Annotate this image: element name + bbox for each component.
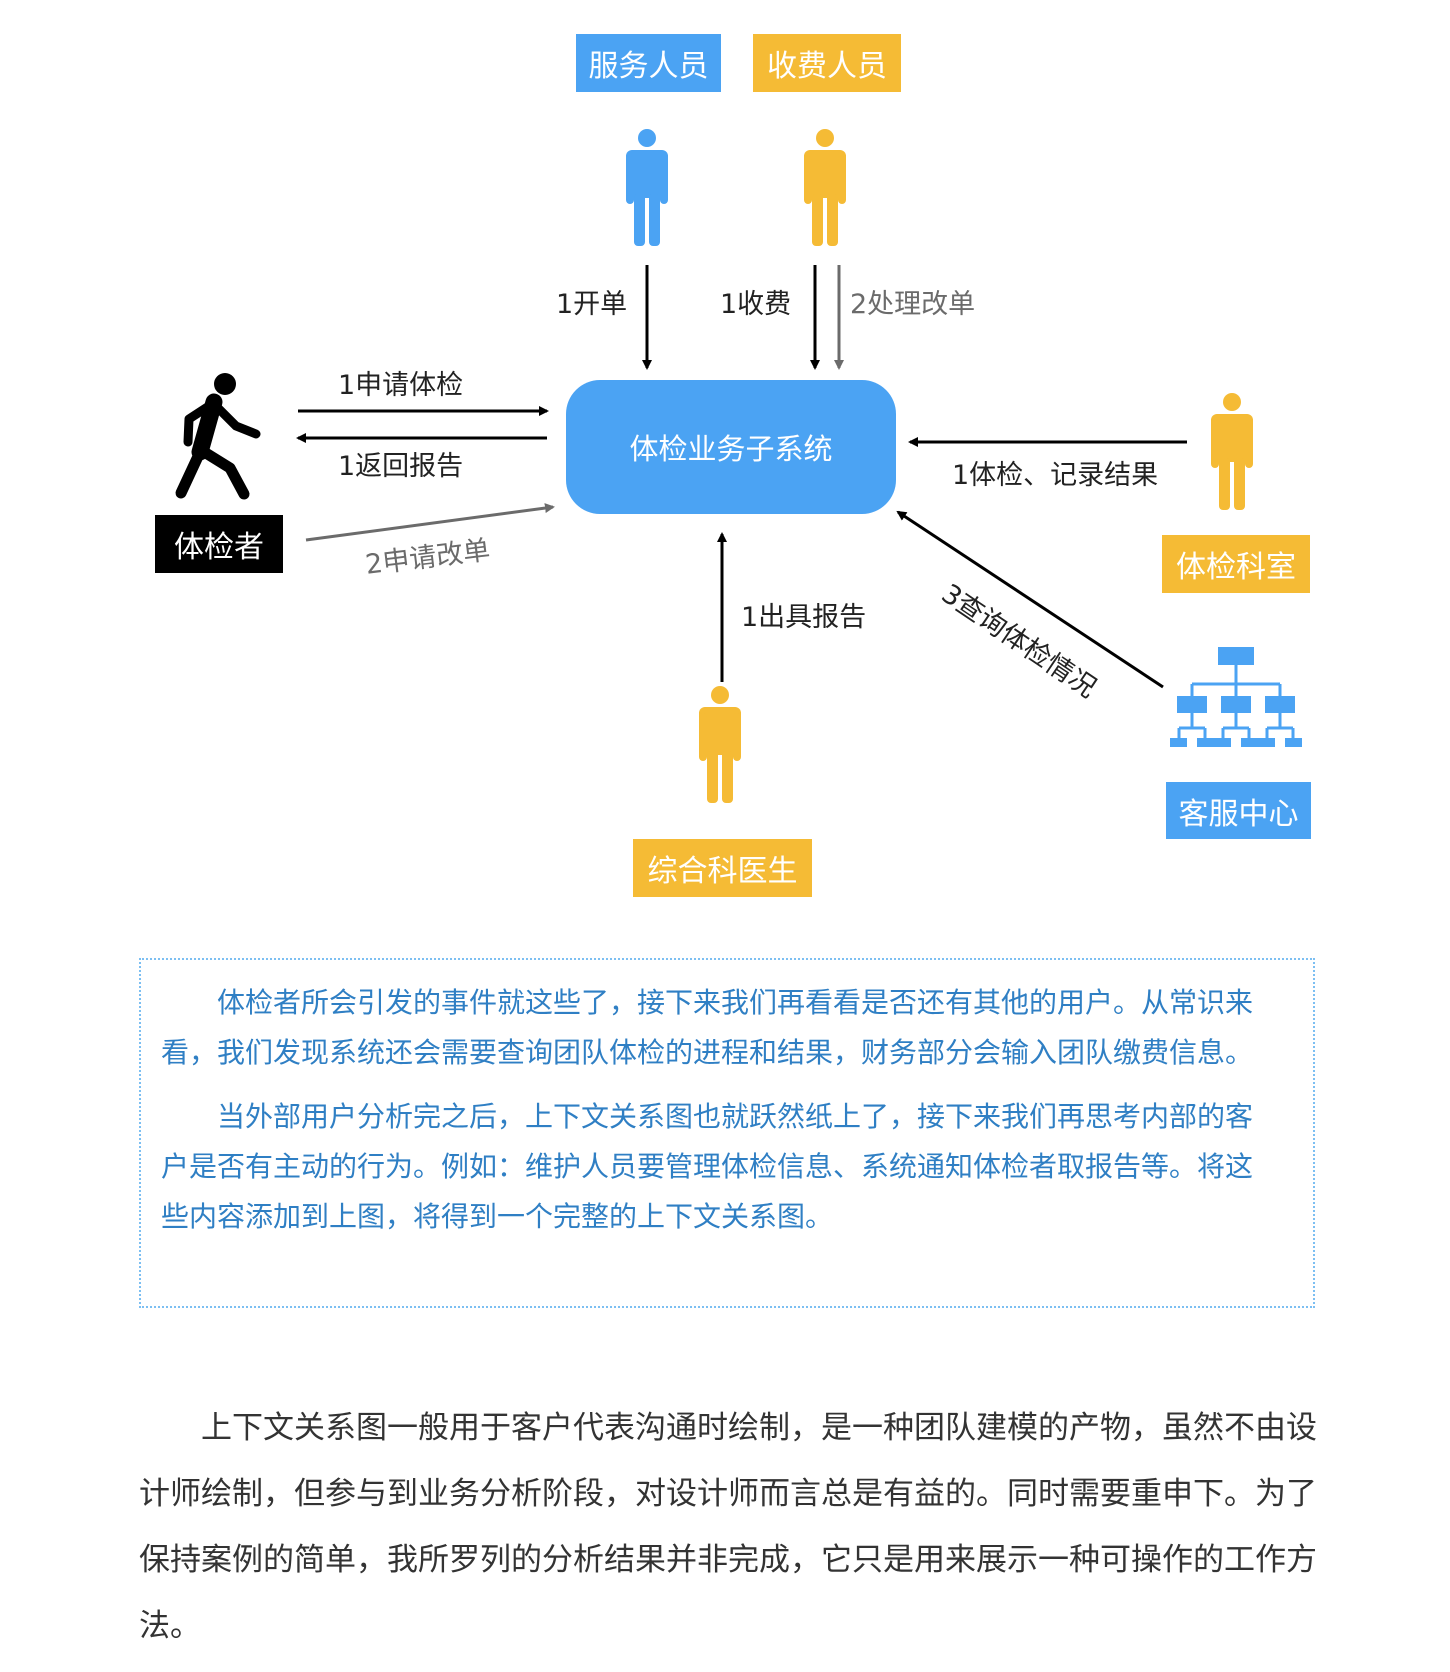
note-paragraph-1: 体检者所会引发的事件就这些了，接下来我们再看看是否还有其他的用户。从常识来看，我…	[161, 986, 1254, 1069]
customer-center-tag: 客服中心	[1166, 782, 1311, 839]
record-result-label: 1体检、记录结果	[952, 460, 1159, 491]
system-box: 体检业务子系统	[566, 380, 896, 514]
exam-dept-person-icon	[1211, 393, 1253, 510]
cashier-person-icon	[804, 129, 846, 246]
doctor-tag: 综合科医生	[633, 839, 812, 897]
body-text: 上下文关系图一般用于客户代表沟通时绘制，是一种团队建模的产物，虽然不由设计师绘制…	[139, 1395, 1319, 1659]
handle-change-label: 2处理改单	[850, 289, 976, 320]
issue-report-label: 1出具报告	[741, 602, 867, 633]
charge-label: 1收费	[720, 289, 792, 320]
walking-person-icon	[175, 373, 261, 500]
open-order-label: 1开单	[556, 289, 628, 320]
note-box: 体检者所会引发的事件就这些了，接下来我们再看看是否还有其他的用户。从常识来看，我…	[139, 958, 1315, 1308]
service-staff-tag: 服务人员	[576, 34, 721, 92]
body-paragraph: 上下文关系图一般用于客户代表沟通时绘制，是一种团队建模的产物，虽然不由设计师绘制…	[139, 1410, 1317, 1644]
exam-dept-tag: 体检科室	[1162, 535, 1310, 593]
apply-change-arrow	[305, 503, 555, 542]
service-person-icon	[626, 129, 668, 246]
doctor-person-icon	[699, 686, 741, 803]
org-chart-icon	[1170, 647, 1302, 747]
examinee-tag: 体检者	[155, 515, 283, 573]
return-report-label: 1返回报告	[338, 451, 464, 482]
apply-exam-label: 1申请体检	[338, 370, 464, 401]
query-status-arrow	[896, 510, 1164, 689]
note-paragraph-2: 当外部用户分析完之后，上下文关系图也就跃然纸上了，接下来我们再思考内部的客户是否…	[161, 1100, 1254, 1233]
cashier-staff-tag: 收费人员	[753, 34, 901, 92]
context-diagram	[175, 129, 1302, 803]
